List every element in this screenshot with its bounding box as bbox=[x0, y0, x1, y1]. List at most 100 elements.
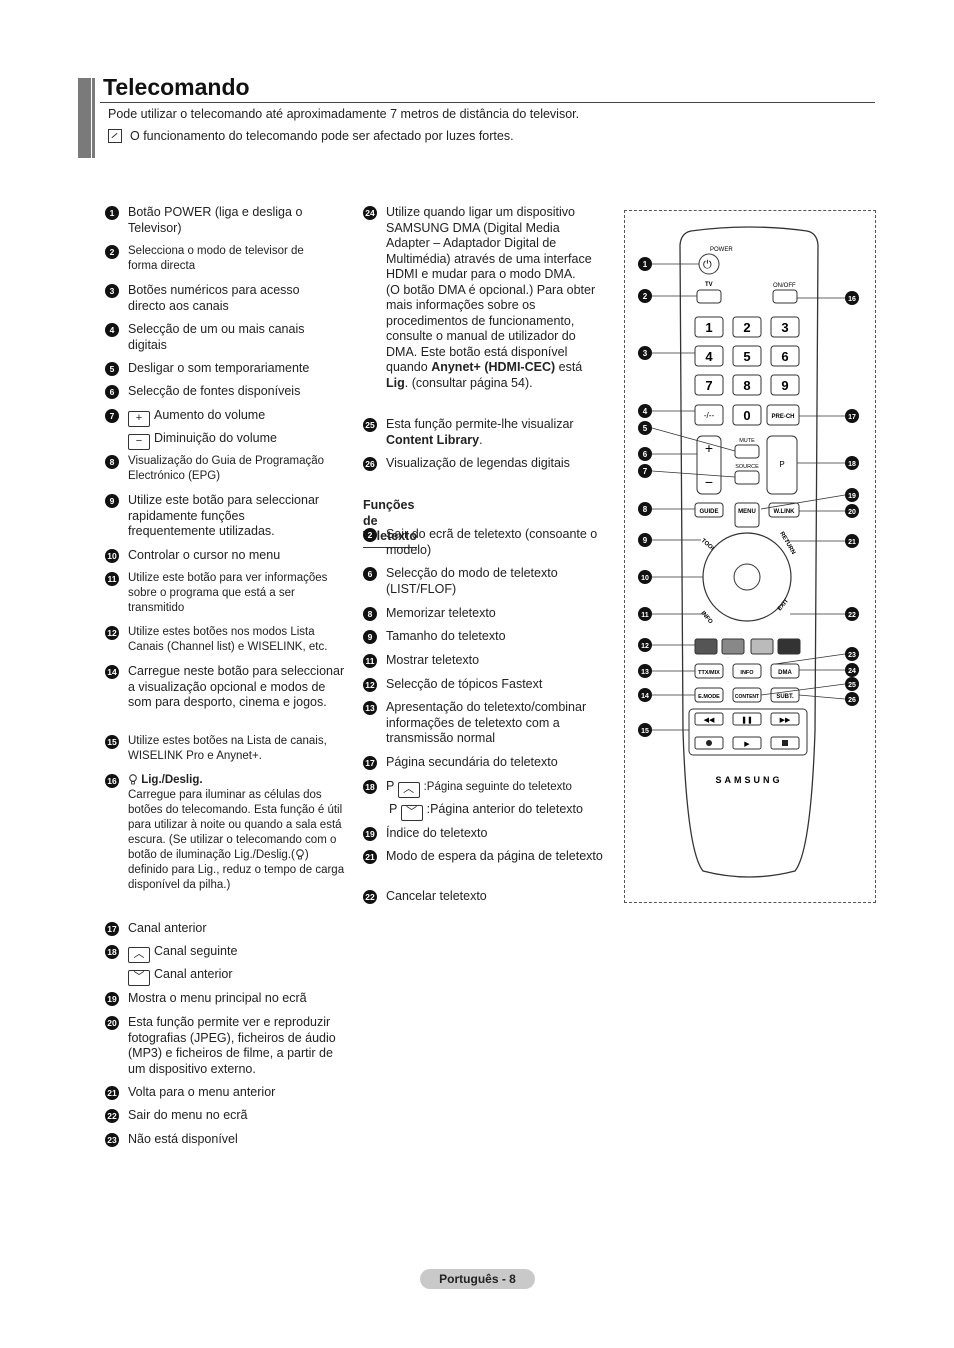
callout-number: 23 bbox=[105, 1133, 119, 1147]
right-callout-lines bbox=[760, 297, 846, 700]
svg-text:14: 14 bbox=[641, 693, 649, 700]
svg-text:23: 23 bbox=[848, 652, 856, 659]
item-bold: Lig bbox=[386, 375, 405, 390]
item-text: Diminuição do volume bbox=[154, 431, 277, 445]
callout-number: 18 bbox=[363, 780, 377, 794]
item-text: Botão POWER (liga e desliga o Televisor) bbox=[128, 205, 303, 235]
svg-text:5: 5 bbox=[643, 424, 648, 433]
callout-number: 4 bbox=[105, 323, 119, 337]
callout-number: 14 bbox=[105, 665, 119, 679]
item-text: Canal anterior bbox=[154, 967, 233, 981]
guide-label: GUIDE bbox=[699, 509, 718, 515]
svg-text:21: 21 bbox=[848, 539, 856, 546]
callout-number: 1 bbox=[105, 206, 119, 220]
item-text: Canal seguinte bbox=[154, 944, 238, 958]
left-callout-lines bbox=[651, 263, 736, 731]
brand-logo: SAMSUNG bbox=[715, 775, 782, 785]
item-text: :Página seguinte do teletexto bbox=[423, 781, 572, 793]
callout-number: 9 bbox=[363, 630, 377, 644]
list-item-continuation: P ﹀:Página anterior do teletexto bbox=[389, 802, 609, 821]
list-item: 5 Desligar o som temporariamente bbox=[105, 361, 345, 377]
list-item: 7+Aumento do volume bbox=[105, 408, 345, 427]
item-bold: Anynet+ (HDMI-CEC) bbox=[431, 360, 556, 374]
svg-text:−: − bbox=[705, 474, 713, 490]
note-icon bbox=[108, 129, 122, 143]
source-label: SOURCE bbox=[735, 464, 759, 470]
menu-label: MENU bbox=[738, 509, 756, 515]
svg-text:1: 1 bbox=[643, 260, 648, 269]
callout-number: 7 bbox=[105, 409, 119, 423]
svg-text:24: 24 bbox=[848, 668, 856, 675]
item-text: Selecção de tópicos Fastext bbox=[386, 677, 543, 691]
item-text: Botões numéricos para acesso directo aos… bbox=[128, 283, 300, 313]
right-callouts: 16 17 18 19 20 21 22 23 24 25 26 bbox=[845, 291, 859, 706]
callout-number: 12 bbox=[363, 678, 377, 692]
callout-number: 5 bbox=[105, 362, 119, 376]
svg-text:15: 15 bbox=[641, 728, 649, 735]
callout-number: 10 bbox=[105, 549, 119, 563]
mute-label: MUTE bbox=[739, 438, 755, 444]
list-item: 16 Lig./Deslig. Carregue para iluminar a… bbox=[105, 773, 345, 893]
page-number-badge: Português - 8 bbox=[420, 1269, 535, 1289]
channel-down-icon: ﹀ bbox=[128, 970, 150, 986]
callout-number: 16 bbox=[105, 774, 119, 788]
digit-4: 4 bbox=[705, 349, 713, 364]
callout-number: 19 bbox=[105, 992, 119, 1006]
item-text: Cancelar teletexto bbox=[386, 889, 487, 903]
volume-down-icon: − bbox=[128, 434, 150, 450]
digit-2: 2 bbox=[743, 320, 750, 335]
item-text: (O botão DMA é opcional.) Para obter mai… bbox=[386, 282, 596, 375]
ttx-label: TTX/MIX bbox=[698, 670, 720, 676]
info2-label: INFO bbox=[740, 670, 754, 676]
item-prefix: P bbox=[389, 802, 398, 816]
digit-1: 1 bbox=[705, 320, 712, 335]
digit-6: 6 bbox=[781, 349, 788, 364]
item-text: Índice do teletexto bbox=[386, 826, 488, 840]
list-item: 1 Botão POWER (liga e desliga o Televisor… bbox=[105, 205, 335, 236]
note-line: O funcionamento do telecomando pode ser … bbox=[108, 129, 514, 143]
callout-number: 6 bbox=[363, 567, 377, 581]
item-text: Desligar o som temporariamente bbox=[128, 361, 310, 375]
list-item-continuation: −Diminuição do volume bbox=[128, 431, 348, 450]
svg-text:18: 18 bbox=[848, 461, 856, 468]
list-item: 24 Utilize quando ligar um dispositivo S… bbox=[363, 205, 603, 391]
callout-number: 3 bbox=[105, 284, 119, 298]
power-label: POWER bbox=[710, 247, 733, 253]
item-text: Modo de espera da página de teletexto bbox=[386, 849, 603, 863]
svg-text:25: 25 bbox=[848, 682, 856, 689]
light-button bbox=[772, 289, 798, 304]
callout-number: 8 bbox=[363, 607, 377, 621]
callout-number: 17 bbox=[105, 922, 119, 936]
list-item-continuation: ﹀ Canal anterior bbox=[128, 967, 348, 986]
svg-text:12: 12 bbox=[641, 643, 649, 650]
item-text: Visualização de legendas digitais bbox=[386, 456, 570, 470]
yellow-button bbox=[750, 638, 774, 655]
title-bar-decoration-thin bbox=[92, 78, 95, 158]
svg-text:6: 6 bbox=[643, 450, 648, 459]
green-button bbox=[721, 638, 745, 655]
svg-text:26: 26 bbox=[848, 697, 856, 704]
title-bar-decoration bbox=[78, 78, 91, 158]
red-button bbox=[694, 638, 718, 655]
subt-label: SUBT. bbox=[776, 694, 794, 700]
svg-text:16: 16 bbox=[848, 296, 856, 303]
callout-number: 21 bbox=[105, 1086, 119, 1100]
volume-rocker bbox=[696, 435, 722, 495]
callout-number: 2 bbox=[363, 528, 377, 542]
content-label: CONTENT bbox=[735, 694, 759, 700]
